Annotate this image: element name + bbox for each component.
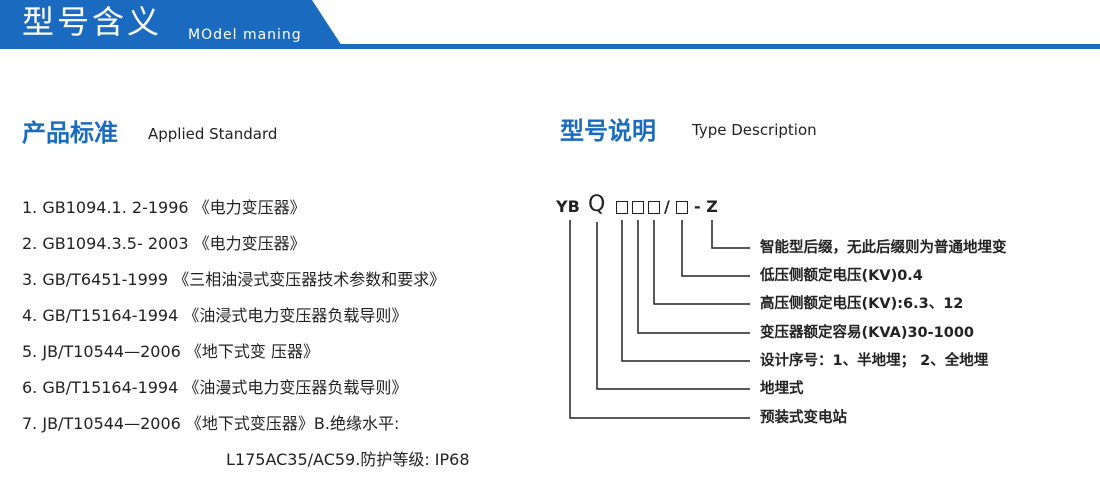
connector-line xyxy=(621,220,750,362)
legend-label: 地埋式 xyxy=(760,381,804,397)
header-tab xyxy=(0,0,342,46)
model-code-diagram: YB Q / - Z 智能型后缀，无此后缀则为普通地埋变 低压侧额定电压(KV)… xyxy=(540,180,1100,440)
header-banner: 型号含义 MOdel maning xyxy=(0,0,1100,52)
legend-label: 变压器额定容易(KVA)30-1000 xyxy=(760,325,975,341)
code-prefix: YB xyxy=(556,197,580,216)
list-item: 2. GB1094.3.5- 2003 《电力变压器》 xyxy=(22,234,306,253)
connector-line xyxy=(569,220,750,419)
legend-label: 预装式变电站 xyxy=(760,410,847,426)
header-underline xyxy=(0,44,1100,49)
connector-line xyxy=(681,220,750,277)
connector-line xyxy=(637,220,750,334)
list-item: 3. GB/T6451-1999 《三相油浸式变压器技术参数和要求》 xyxy=(22,270,446,289)
list-item: 4. GB/T15164-1994 《油浸式电力变压器负载导则》 xyxy=(22,306,408,325)
code-slash: / xyxy=(664,197,670,216)
list-item: 6. GB/T15164-1994 《油漫式电力变压器负载导则》 xyxy=(22,378,408,397)
list-item-continuation: L175AC35/AC59.防护等级: IP68 xyxy=(226,450,470,469)
legend-label: 高压侧额定电压(KV):6.3、12 xyxy=(760,296,964,312)
connector-line xyxy=(596,222,750,390)
list-item: 1. GB1094.1. 2-1996 《电力变压器》 xyxy=(22,198,306,217)
legend-label: 设计序号：1、半地埋； 2、全地埋 xyxy=(760,353,989,369)
standards-subtitle: Applied Standard xyxy=(148,125,278,143)
code-placeholder-box xyxy=(632,201,644,214)
standards-title: 产品标准 xyxy=(22,119,118,147)
standards-list: 1. GB1094.1. 2-1996 《电力变压器》 2. GB1094.3.… xyxy=(22,194,562,474)
code-placeholder-box xyxy=(616,201,628,214)
list-item: 7. JB/T10544—2006 《地下式变压器》B.绝缘水平: xyxy=(22,414,400,433)
connector-line xyxy=(653,220,750,305)
connector-line xyxy=(711,220,750,249)
code-q: Q xyxy=(588,192,606,217)
legend-label: 智能型后缀，无此后缀则为普通地埋变 xyxy=(760,240,1007,256)
list-item: 5. JB/T10544—2006 《地下式变 压器》 xyxy=(22,342,320,361)
type-title: 型号说明 xyxy=(560,117,656,145)
code-placeholder-box xyxy=(676,201,688,214)
page-title: 型号含义 xyxy=(22,3,163,41)
code-suffix: - Z xyxy=(694,197,718,216)
type-subtitle: Type Description xyxy=(692,121,817,139)
legend-label: 低压侧额定电压(KV)0.4 xyxy=(760,268,923,284)
code-placeholder-box xyxy=(648,201,660,214)
connector-lines xyxy=(569,220,750,419)
page-subtitle: MOdel maning xyxy=(188,27,302,43)
